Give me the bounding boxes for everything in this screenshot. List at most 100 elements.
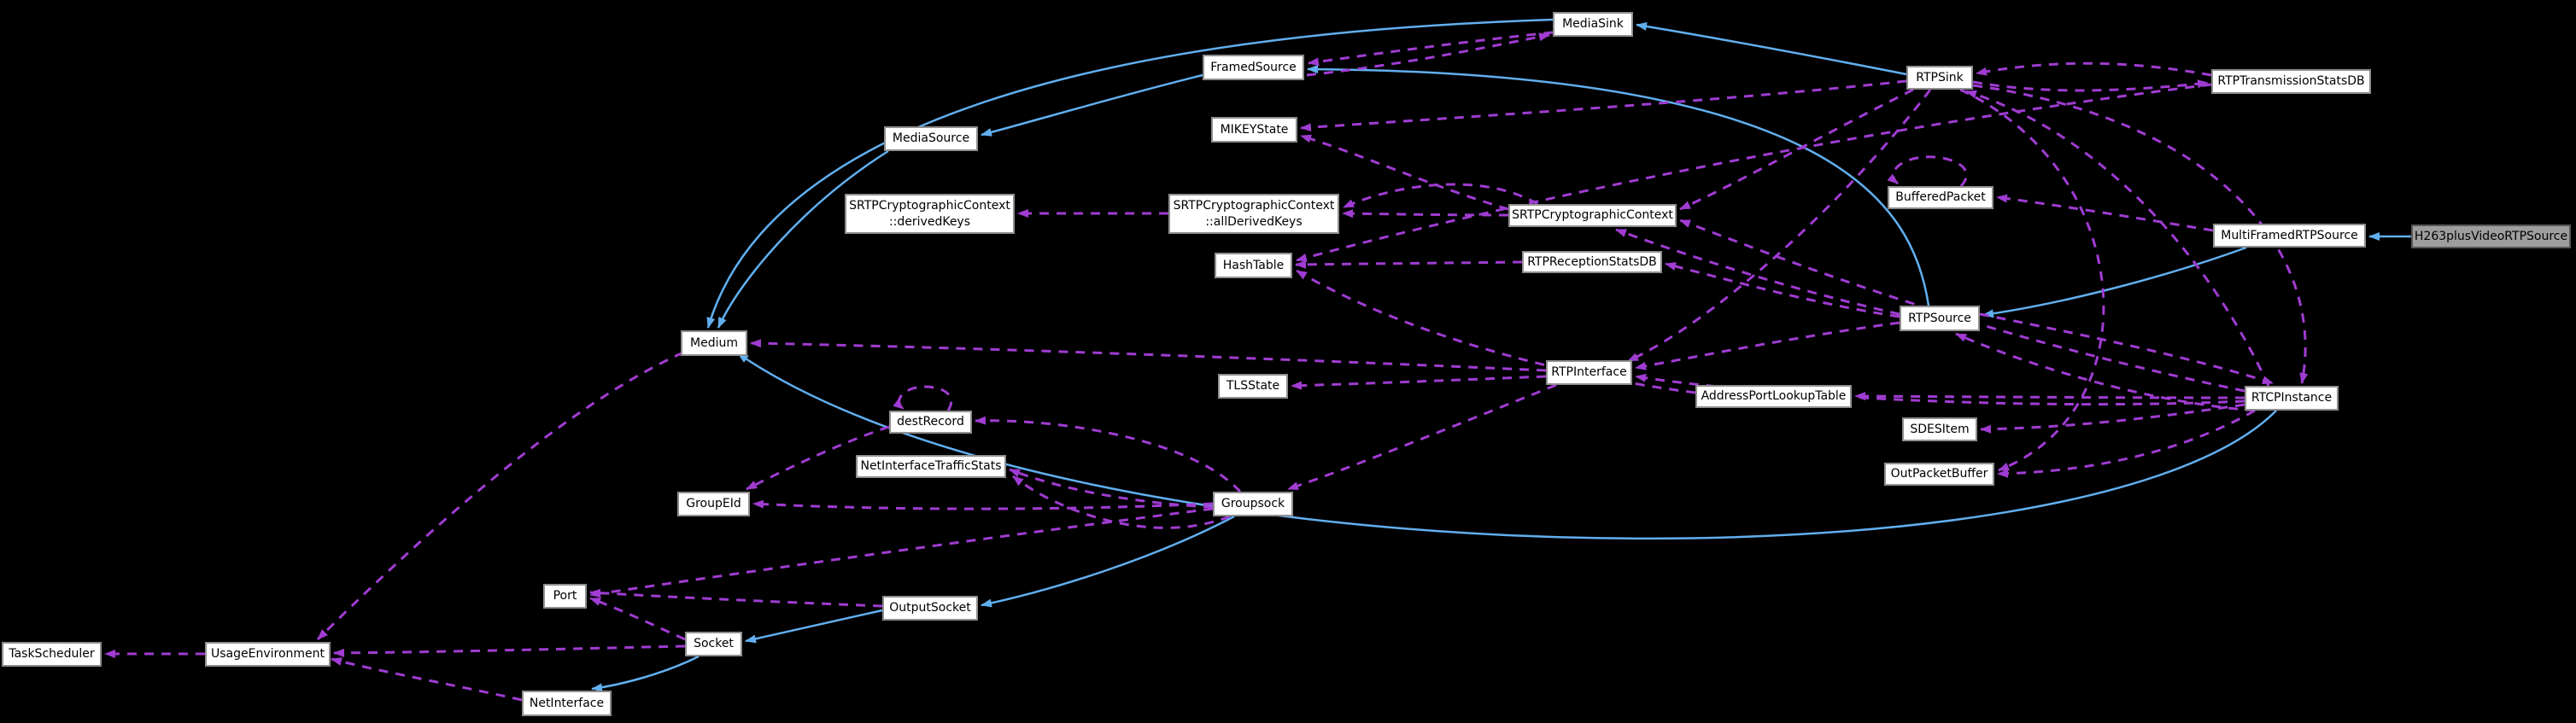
node-OutputSocket[interactable]: OutputSocket: [882, 596, 978, 621]
node-FramedSource[interactable]: FramedSource: [1203, 55, 1304, 80]
node-label: NetInterface: [529, 696, 605, 710]
node-label: UsageEnvironment: [210, 647, 325, 661]
edge-SRTPCryptographicContext-to-SRTPallDerivedKeys: [1342, 209, 1509, 219]
node-SRTPCryptographicContext[interactable]: SRTPCryptographicContext: [1508, 204, 1677, 227]
edge-Groupsock-to-Port: [589, 507, 1214, 598]
edge-Groupsock-to-OutputSocket: [981, 515, 1235, 608]
node-label: RTPSource: [1908, 311, 1971, 325]
node-label: RTPSink: [1916, 70, 1964, 85]
node-label: MediaSource: [892, 131, 970, 145]
edge-RTCPInstance-to-OutPacketBuffer: [1997, 409, 2256, 478]
node-label: TaskScheduler: [9, 647, 95, 661]
node-TaskScheduler[interactable]: TaskScheduler: [2, 642, 102, 667]
node-label: NetInterfaceTrafficStats: [860, 459, 1002, 473]
edge-FramedSource-to-MediaSource: [981, 73, 1203, 137]
node-Socket[interactable]: Socket: [685, 632, 742, 656]
node-label: RTPReceptionStatsDB: [1527, 254, 1657, 269]
edge-RTPSink-to-RTPInterface: [1627, 89, 1932, 363]
node-Medium[interactable]: Medium: [681, 330, 747, 356]
node-label: MIKEYState: [1220, 122, 1289, 137]
edge-RTPInterface-to-TLSState: [1291, 375, 1547, 390]
edge-Socket-to-Port: [589, 597, 686, 641]
edge-RTPReceptionStatsDB-to-HashTable: [1295, 259, 1523, 269]
edge-AddressPortLookupTable-to-HashTable: [1296, 269, 1696, 394]
edge-OutputSocket-to-Port: [589, 588, 883, 608]
node-label: SRTPCryptographicContext: [1512, 208, 1673, 222]
node-label: RTPTransmissionStatsDB: [2217, 74, 2365, 88]
node-MediaSource[interactable]: MediaSource: [884, 126, 978, 151]
node-label: AddressPortLookupTable: [1701, 389, 1847, 403]
node-RTPSink[interactable]: RTPSink: [1906, 66, 1973, 90]
node-RTPSource[interactable]: RTPSource: [1900, 306, 1980, 331]
node-NetInterface[interactable]: NetInterface: [522, 691, 612, 716]
edge-RTCPInstance-to-SRTPCryptographicContext: [1679, 219, 2245, 393]
node-label: OutPacketBuffer: [1890, 467, 1988, 481]
node-GroupEId[interactable]: GroupEId: [677, 492, 750, 516]
node-RTPTransmissionStatsDB[interactable]: RTPTransmissionStatsDB: [2211, 69, 2371, 94]
node-destRecord[interactable]: destRecord: [889, 411, 972, 434]
node-RTCPInstance[interactable]: RTCPInstance: [2245, 386, 2339, 411]
edge-RTCPInstance-to-SDESItem: [1980, 403, 2245, 434]
edge-RTPSource-to-RTPReceptionStatsDB: [1665, 262, 1900, 318]
node-label: OutputSocket: [889, 601, 971, 615]
node-label: Socket: [694, 637, 734, 650]
node-NetInterfaceTrafficStats[interactable]: NetInterfaceTrafficStats: [856, 455, 1006, 478]
edge-Socket-to-UsageEnvironment: [333, 644, 686, 657]
node-SDESItem[interactable]: SDESItem: [1902, 417, 1977, 441]
node-BufferedPacket[interactable]: BufferedPacket: [1888, 186, 1993, 209]
edge-NetInterface-to-UsageEnvironment: [331, 657, 523, 702]
node-label: H263plusVideoRTPSource: [2414, 229, 2568, 243]
edge-FramedSource-to-MediaSink: [1306, 32, 1550, 77]
node-TLSState[interactable]: TLSState: [1218, 374, 1288, 399]
edge-RTPSink-to-RTCPInstance: [1972, 84, 2309, 384]
node-MediaSink[interactable]: MediaSink: [1553, 12, 1633, 37]
edge-Socket-to-NetInterface: [591, 655, 700, 692]
node-label: Medium: [690, 335, 738, 350]
edge-RTPTransmissionStatsDB-to-HashTable: [1296, 83, 2212, 262]
edge-RTPSource-to-SRTPCryptographicContext: [1615, 228, 1900, 316]
edge-destRecord-to-destRecord: [893, 385, 952, 411]
edge-RTCPInstance-to-Medium: [737, 352, 2277, 540]
node-RTPInterface[interactable]: RTPInterface: [1546, 360, 1632, 385]
node-SRTPderivedKeys[interactable]: SRTPCryptographicContext::derivedKeys: [845, 194, 1015, 234]
edge-Groupsock-to-destRecord: [975, 416, 1242, 493]
node-label: Groupsock: [1221, 497, 1285, 510]
node-label: ::allDerivedKeys: [1205, 214, 1303, 229]
edge-RTPSink-to-MediaSink: [1636, 22, 1907, 76]
node-MultiFramedRTPSource[interactable]: MultiFramedRTPSource: [2213, 224, 2366, 248]
edge-BufferedPacket-to-BufferedPacket: [1887, 155, 1968, 188]
node-OutPacketBuffer[interactable]: OutPacketBuffer: [1884, 463, 1994, 486]
node-label: MultiFramedRTPSource: [2221, 228, 2358, 242]
node-label: SRTPCryptographicContext: [1173, 198, 1335, 213]
edge-Medium-to-UsageEnvironment: [316, 351, 684, 641]
edge-RTPInterface-to-Medium: [750, 339, 1547, 372]
edge-RTPSource-to-RTCPInstance: [1979, 312, 2274, 385]
node-AddressPortLookupTable[interactable]: AddressPortLookupTable: [1695, 385, 1852, 408]
node-H263plusVideoRTPSource[interactable]: H263plusVideoRTPSource: [2411, 224, 2571, 248]
edge-OutputSocket-to-Socket: [745, 609, 883, 644]
edge-RTPSink-to-RTPTransmissionStatsDB: [1972, 79, 2209, 92]
node-label: MediaSink: [1562, 17, 1624, 31]
node-Port[interactable]: Port: [543, 584, 587, 609]
edge-MediaSource-to-Medium: [717, 149, 889, 329]
node-UsageEnvironment[interactable]: UsageEnvironment: [205, 642, 331, 667]
node-RTPReceptionStatsDB[interactable]: RTPReceptionStatsDB: [1522, 251, 1662, 273]
edge-RTCPInstance-to-RTPSource: [1955, 332, 2256, 412]
node-Groupsock[interactable]: Groupsock: [1213, 492, 1293, 516]
node-label: Port: [553, 589, 577, 603]
edge-RTPTransmissionStatsDB-to-RTPSink: [1976, 61, 2212, 77]
edge-SRTPCryptographicContext-to-SRTPallDerivedKeys: [1343, 183, 1538, 209]
edge-RTCPInstance-to-RTPInterface: [1635, 373, 2245, 406]
edge-RTPSource-to-FramedSource: [1307, 65, 1930, 306]
node-MIKEYState[interactable]: MIKEYState: [1211, 117, 1297, 143]
edge-RTCPInstance-to-AddressPortLookupTable: [1854, 392, 2245, 401]
node-label: GroupEId: [686, 497, 741, 510]
edge-Groupsock-to-GroupEId: [752, 499, 1214, 510]
node-label: BufferedPacket: [1895, 190, 1986, 204]
node-label: destRecord: [897, 415, 964, 429]
node-HashTable[interactable]: HashTable: [1215, 253, 1292, 278]
node-SRTPallDerivedKeys[interactable]: SRTPCryptographicContext::allDerivedKeys: [1168, 194, 1339, 234]
edge-RTPSink-to-OutPacketBuffer: [1959, 88, 2105, 472]
edge-RTPSink-to-SRTPCryptographicContext: [1679, 88, 1914, 211]
node-label: RTCPInstance: [2251, 391, 2333, 405]
